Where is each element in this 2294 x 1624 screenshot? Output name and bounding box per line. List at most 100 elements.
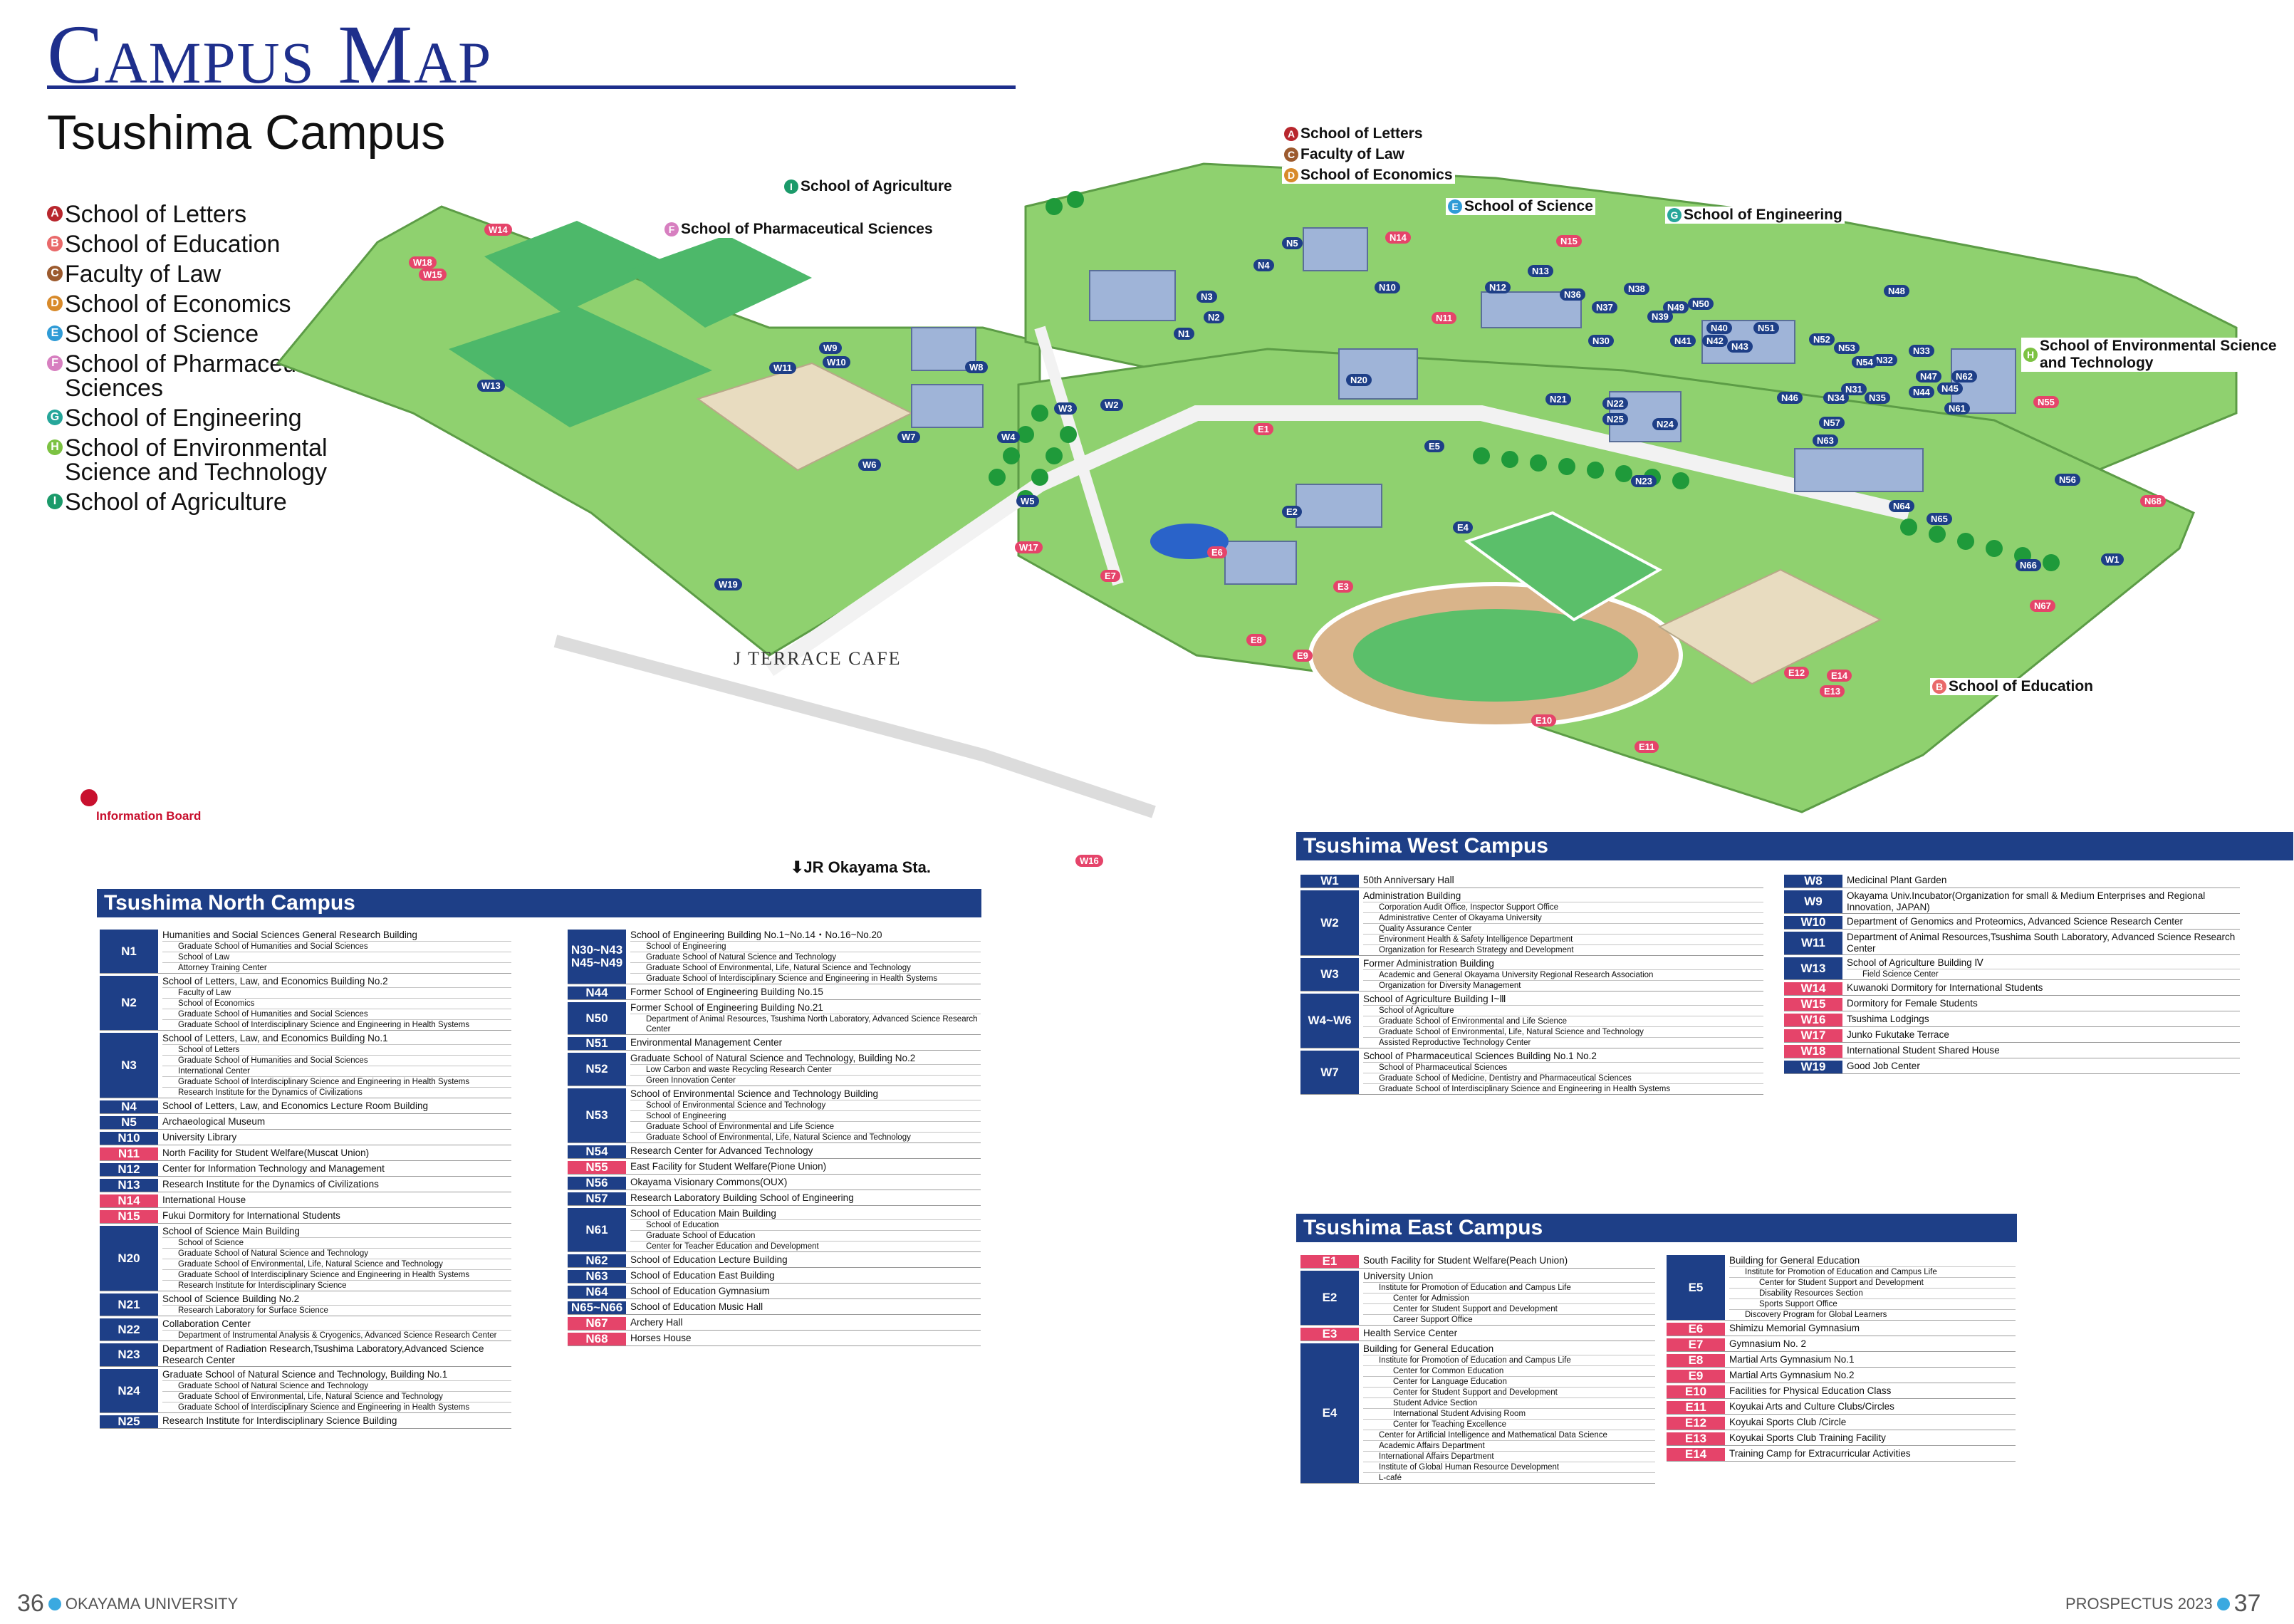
building-marker-n48[interactable]: N48: [1884, 285, 1909, 297]
building-marker-n63[interactable]: N63: [1813, 434, 1838, 447]
building-marker-w7[interactable]: W7: [897, 431, 920, 443]
building-marker-n51[interactable]: N51: [1753, 322, 1779, 334]
building-marker-n62[interactable]: N62: [1951, 370, 1977, 382]
building-marker-w14[interactable]: W14: [484, 224, 512, 236]
building-marker-n39[interactable]: N39: [1647, 311, 1673, 323]
building-marker-n3[interactable]: N3: [1196, 291, 1217, 303]
building-marker-n10[interactable]: N10: [1375, 281, 1400, 293]
building-marker-n68[interactable]: N68: [2140, 495, 2166, 507]
building-marker-w17[interactable]: W17: [1015, 541, 1043, 553]
building-marker-e3[interactable]: E3: [1333, 581, 1353, 593]
facility-subitem: Graduate School of Medicine, Dentistry a…: [1363, 1073, 1763, 1084]
facility-subitem: Graduate School of Natural Science and T…: [162, 1249, 511, 1259]
building-marker-n21[interactable]: N21: [1545, 393, 1571, 405]
building-marker-w19[interactable]: W19: [714, 578, 742, 590]
building-marker-n34[interactable]: N34: [1823, 392, 1849, 404]
building-marker-w6[interactable]: W6: [858, 459, 881, 471]
building-marker-n49[interactable]: N49: [1663, 301, 1689, 313]
building-marker-e11[interactable]: E11: [1635, 741, 1659, 753]
building-marker-n67[interactable]: N67: [2030, 600, 2055, 612]
building-marker-n25[interactable]: N25: [1602, 413, 1628, 425]
building-marker-n42[interactable]: N42: [1702, 335, 1728, 347]
building-marker-n53[interactable]: N53: [1834, 342, 1860, 354]
building-marker-w16[interactable]: W16: [1075, 855, 1103, 867]
building-marker-n50[interactable]: N50: [1688, 298, 1714, 310]
facility-subitem: Graduate School of Environmental and Lif…: [1363, 1016, 1763, 1027]
facility-name: Center for Information Technology and Ma…: [162, 1163, 385, 1174]
facility-name: School of Agriculture Building Ⅳ: [1847, 957, 2240, 969]
building-marker-n37[interactable]: N37: [1592, 301, 1617, 313]
building-marker-n12[interactable]: N12: [1485, 281, 1511, 293]
building-marker-e4[interactable]: E4: [1453, 521, 1473, 533]
building-marker-w13[interactable]: W13: [477, 380, 505, 392]
facility-subitem: Graduate School of Environmental, Life, …: [646, 1133, 911, 1142]
building-marker-n32[interactable]: N32: [1872, 354, 1897, 366]
building-marker-n56[interactable]: N56: [2055, 474, 2080, 486]
building-marker-e12[interactable]: E12: [1784, 667, 1810, 679]
building-marker-n66[interactable]: N66: [2016, 559, 2041, 571]
building-marker-n24[interactable]: N24: [1652, 418, 1678, 430]
building-marker-n22[interactable]: N22: [1602, 397, 1628, 410]
building-marker-n2[interactable]: N2: [1204, 311, 1224, 323]
building-marker-n5[interactable]: N5: [1282, 237, 1303, 249]
building-marker-n61[interactable]: N61: [1944, 402, 1970, 415]
building-marker-w1[interactable]: W1: [2101, 553, 2124, 566]
building-marker-e10[interactable]: E10: [1531, 714, 1557, 727]
building-marker-w9[interactable]: W9: [819, 342, 842, 354]
building-marker-n43[interactable]: N43: [1727, 340, 1753, 353]
building-marker-w11[interactable]: W11: [769, 362, 797, 374]
building-marker-w15[interactable]: W15: [419, 269, 447, 281]
information-board-icon: [80, 789, 98, 806]
building-marker-n31[interactable]: N31: [1841, 383, 1867, 395]
building-marker-n54[interactable]: N54: [1852, 356, 1877, 368]
building-marker-n52[interactable]: N52: [1809, 333, 1835, 345]
building-marker-n47[interactable]: N47: [1916, 370, 1941, 382]
building-marker-n35[interactable]: N35: [1865, 392, 1890, 404]
building-marker-n14[interactable]: N14: [1385, 231, 1411, 244]
building-code: N51: [568, 1037, 626, 1050]
building-marker-w10[interactable]: W10: [823, 356, 850, 368]
building-marker-n40[interactable]: N40: [1706, 322, 1732, 334]
building-marker-n4[interactable]: N4: [1253, 259, 1274, 271]
building-marker-e7[interactable]: E7: [1100, 570, 1120, 582]
building-marker-n33[interactable]: N33: [1909, 345, 1934, 357]
school-name: School of Agriculture: [65, 489, 287, 516]
building-marker-n64[interactable]: N64: [1889, 500, 1914, 512]
building-marker-e5[interactable]: E5: [1424, 440, 1444, 452]
building-marker-n44[interactable]: N44: [1909, 386, 1934, 398]
building-marker-n41[interactable]: N41: [1670, 335, 1696, 347]
building-code: W8: [1784, 875, 1842, 888]
building-marker-n15[interactable]: N15: [1556, 235, 1582, 247]
building-marker-e13[interactable]: E13: [1820, 685, 1845, 697]
building-marker-n65[interactable]: N65: [1927, 513, 1952, 525]
building-marker-n45[interactable]: N45: [1937, 382, 1963, 395]
building-marker-e9[interactable]: E9: [1293, 650, 1313, 662]
building-marker-n36[interactable]: N36: [1560, 288, 1585, 301]
building-marker-w18[interactable]: W18: [409, 256, 437, 269]
building-marker-n1[interactable]: N1: [1174, 328, 1194, 340]
building-marker-e8[interactable]: E8: [1246, 634, 1266, 646]
building-marker-w3[interactable]: W3: [1054, 402, 1077, 415]
building-marker-n46[interactable]: N46: [1777, 392, 1803, 404]
building-marker-n55[interactable]: N55: [2033, 396, 2059, 408]
building-marker-w2[interactable]: W2: [1100, 399, 1123, 411]
building-marker-n11[interactable]: N11: [1432, 312, 1457, 324]
building-marker-n57[interactable]: N57: [1819, 417, 1845, 429]
building-marker-e14[interactable]: E14: [1827, 670, 1852, 682]
track-infield: [1353, 609, 1638, 702]
building-marker-w5[interactable]: W5: [1016, 495, 1039, 507]
building-marker-e6[interactable]: E6: [1207, 546, 1227, 558]
building-marker-n13[interactable]: N13: [1528, 265, 1553, 277]
facility-name: School of Letters, Law, and Economics Bu…: [162, 1033, 511, 1045]
building-marker-e1[interactable]: E1: [1253, 423, 1273, 435]
building-marker-e2[interactable]: E2: [1282, 506, 1302, 518]
building-marker-n30[interactable]: N30: [1588, 335, 1614, 347]
building-marker-n38[interactable]: N38: [1624, 283, 1649, 295]
building-marker-n23[interactable]: N23: [1631, 475, 1657, 487]
building-marker-n20[interactable]: N20: [1346, 374, 1372, 386]
left-page-number: 36: [17, 1590, 44, 1617]
building-marker-w4[interactable]: W4: [997, 431, 1020, 443]
building-marker-w8[interactable]: W8: [965, 361, 988, 373]
